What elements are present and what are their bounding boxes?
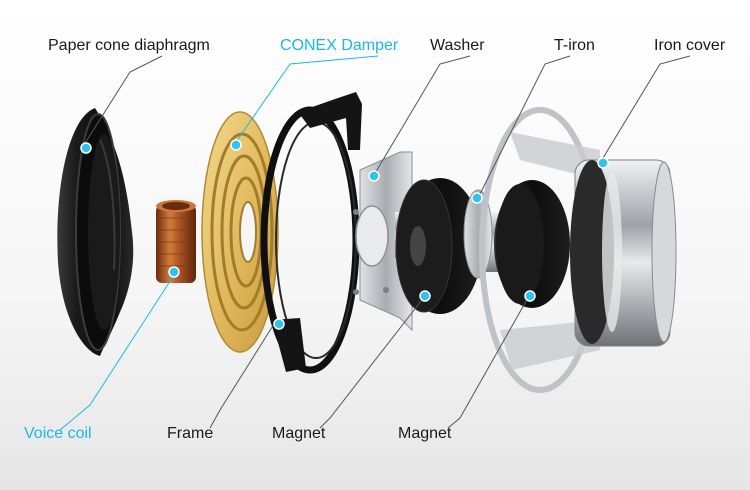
dot-paper-cone	[80, 142, 92, 154]
label-voice-coil: Voice coil	[24, 425, 92, 442]
leader-frame	[209, 323, 275, 429]
label-magnet-1: Magnet	[272, 425, 326, 442]
dot-voice-coil	[168, 266, 180, 278]
leader-voice-coil	[59, 274, 175, 431]
leader-t-iron	[476, 55, 571, 201]
label-conex-damper: CONEX Damper	[280, 37, 399, 54]
leader-washer	[373, 55, 471, 176]
leader-magnet-1	[319, 295, 426, 429]
label-magnet-2: Magnet	[398, 425, 452, 442]
label-washer: Washer	[430, 37, 485, 54]
iron-cover	[479, 107, 677, 393]
callout-dots	[80, 139, 609, 330]
dot-magnet-2	[524, 290, 536, 302]
conex-damper	[201, 111, 279, 353]
leader-lines	[59, 55, 691, 431]
leader-conex-damper	[235, 55, 379, 143]
dot-frame	[273, 318, 285, 330]
magnet-1	[395, 178, 482, 314]
dot-conex-damper	[230, 139, 242, 151]
leader-paper-cone	[81, 55, 163, 149]
label-paper-cone-diaphragm: Paper cone diaphragm	[48, 37, 210, 54]
dot-iron-cover	[597, 157, 609, 169]
label-frame: Frame	[167, 425, 214, 442]
dot-magnet-1	[419, 290, 431, 302]
magnet-2	[494, 180, 570, 308]
leader-magnet-2	[447, 295, 530, 429]
label-iron-cover: Iron cover	[654, 37, 726, 54]
label-t-iron: T-iron	[554, 37, 595, 54]
voice-coil	[156, 200, 196, 283]
dot-t-iron	[471, 192, 483, 204]
leader-iron-cover	[599, 55, 691, 164]
paper-cone-diaphragm	[57, 108, 134, 356]
dot-washer	[368, 170, 380, 182]
